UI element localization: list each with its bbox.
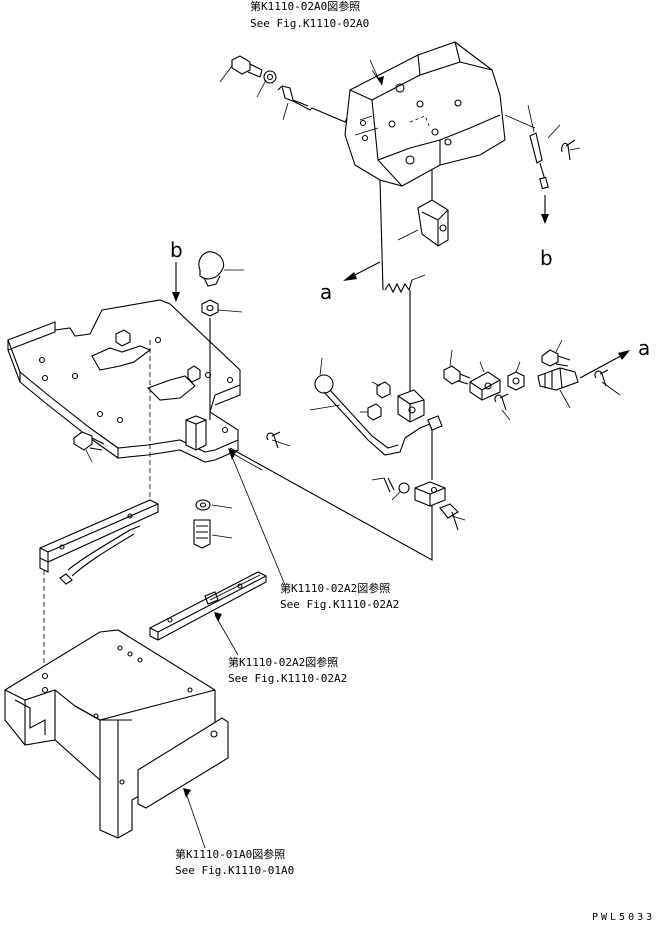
bracket-arm-right [149, 571, 267, 641]
right-bolt-top [541, 339, 571, 367]
drawing-code: PWL5033 [592, 912, 656, 923]
mid1-ref-label-cn: 第K1110-02A2図参照 [280, 582, 391, 595]
mid1-ref-leader [229, 451, 286, 586]
right-nut [507, 361, 525, 391]
right-cotter-pin [594, 369, 621, 396]
right-bolt [443, 349, 471, 385]
upper-bracket-housing [344, 41, 506, 187]
nut-upper [201, 299, 243, 317]
floor-plate [7, 299, 241, 500]
rubber-stopper [198, 251, 244, 287]
lower-cover [4, 629, 229, 839]
right-clevis [469, 361, 501, 401]
small-bracket [397, 199, 449, 247]
right-rod-end [537, 367, 579, 409]
bottom-ref-label-en: See Fig.K1110-01A0 [175, 864, 295, 877]
mid1-ref-label-en: See Fig.K1110-02A2 [280, 598, 400, 611]
arrow-b-top [172, 262, 180, 302]
bracket-arm-left [39, 499, 159, 690]
washer-lower [195, 499, 233, 511]
cable-end-right [504, 104, 581, 224]
mid2-ref-leader [214, 614, 239, 656]
top-ref-label-cn: 第K1110-02A0図参照 [250, 0, 361, 13]
marker-b-right: b [540, 246, 553, 270]
washer-upper-left [256, 70, 277, 98]
control-rod-upper [277, 84, 348, 123]
bottom-ref-leader [184, 789, 206, 849]
bolt-upper-left [219, 55, 263, 83]
cable-routing-line [229, 447, 433, 561]
marker-b-top: b [170, 238, 183, 262]
floor-plate-leader [229, 451, 263, 471]
lever-assembly [309, 357, 443, 456]
lower-clevis [371, 477, 466, 531]
arrow-a-right [579, 350, 630, 379]
floor-cotter [266, 431, 291, 449]
arrow-a-left [343, 261, 381, 281]
rod-a [379, 179, 384, 291]
marker-a-right: a [638, 336, 651, 360]
top-ref-label-en: See Fig.K1110-02A0 [250, 17, 370, 30]
mid2-ref-label-en: See Fig.K1110-02A2 [228, 672, 348, 685]
bolt-lower [193, 519, 233, 549]
return-spring [384, 274, 426, 294]
floor-bolt-left [73, 431, 105, 463]
marker-a-left: a [320, 280, 333, 304]
right-pin [494, 393, 511, 421]
mid2-ref-label-cn: 第K1110-02A2図参照 [228, 656, 339, 669]
bottom-ref-label-cn: 第K1110-01A0図参照 [175, 848, 286, 861]
